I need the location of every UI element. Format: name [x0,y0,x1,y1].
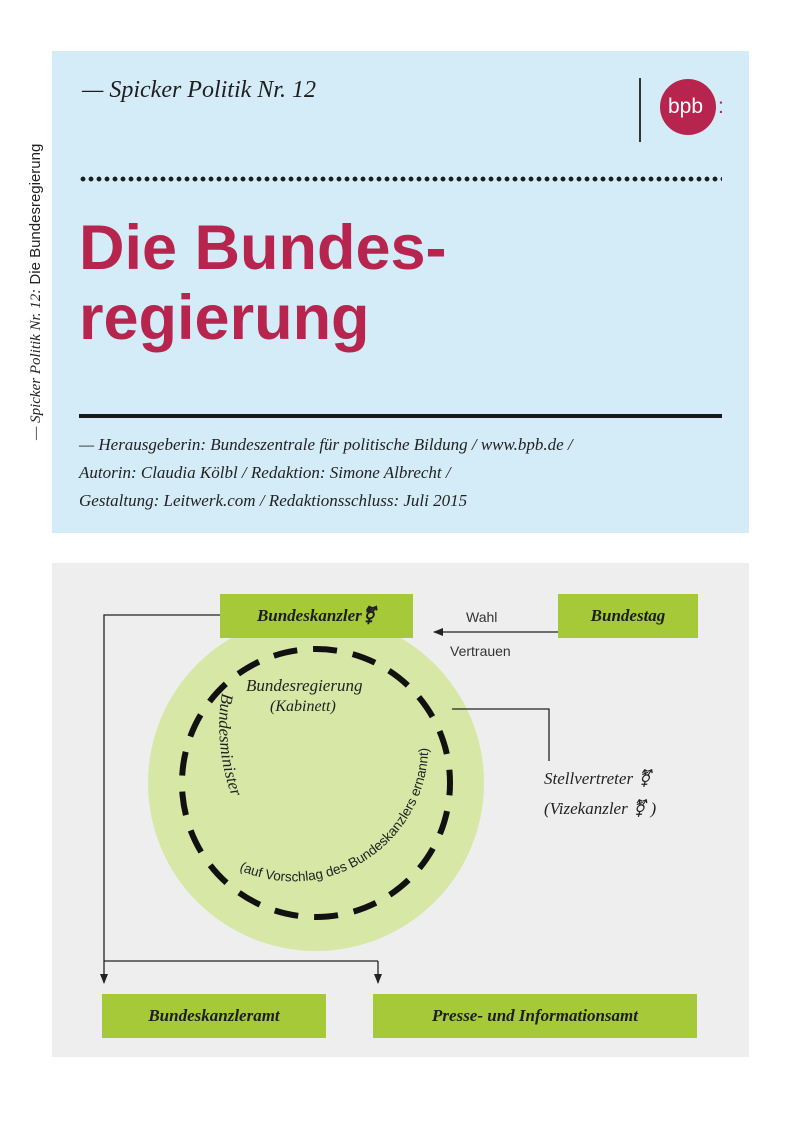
press-office-label: Presse- und Informationsamt [432,1006,638,1025]
logo-divider [639,78,641,142]
page-title: Die Bundes- regierung [79,213,447,353]
cover-panel: — Spicker Politik Nr. 12 bpb : Die Bunde… [52,51,749,533]
deputy-connector [452,708,550,761]
deputy-subtitle-text: (Vizekanzler [544,799,628,818]
cabinet-subtitle: (Kabinett) [270,698,336,715]
deputy-subtitle-close: ) [650,799,657,818]
ministers-dashed-ring [179,646,453,920]
spine-title: Die Bundesregierung [27,143,44,285]
title-line-1: Die Bundes- [79,213,447,283]
spine-label: — Spicker Politik Nr. 12: Die Bundesregi… [24,60,48,440]
credits-line-2: Autorin: Claudia Kölbl / Redaktion: Simo… [79,463,451,482]
chancellor-to-offices-line [103,614,220,961]
credits-line-1: — Herausgeberin: Bundeszentrale für poli… [79,435,573,454]
deputy-title-text: Stellvertreter [544,769,634,788]
chancellery-label: Bundeskanzleramt [148,1006,280,1025]
chancellor-label: Bundeskanzler [256,606,362,625]
deputy-subtitle: (Vizekanzler ⚧ ) [544,799,656,819]
gender-symbol-icon: ⚧ [631,799,647,818]
confidence-label: Vertrauen [450,643,511,659]
spine-series: — Spicker Politik Nr. 12: [28,288,44,440]
series-title: — Spicker Politik Nr. 12 [82,77,316,103]
press-office-box: Presse- und Informationsamt [373,994,697,1038]
cabinet-title: Bundesregierung [246,676,363,695]
credits: — Herausgeberin: Bundeszentrale für poli… [79,431,739,515]
gender-symbol-icon: ⚧ [361,606,377,625]
cabinet-circle [148,615,484,951]
parliament-box: Bundestag [558,594,698,638]
logo-colon: : [718,95,724,118]
title-line-2: regierung [79,283,370,353]
logo-text: bpb [668,95,704,118]
diagram-graphics: Bundesminister (auf Vorschlag des Bundes… [100,614,558,984]
chancellery-box: Bundeskanzleramt [102,994,326,1038]
election-label: Wahl [466,609,498,625]
title-rule [79,414,722,418]
gender-symbol-icon: ⚧ [637,769,652,788]
credits-line-3: Gestaltung: Leitwerk.com / Redaktionssch… [79,491,468,510]
government-diagram: Bundesminister (auf Vorschlag des Bundes… [52,563,749,1057]
deputy-title: Stellvertreter ⚧ [544,769,652,789]
chancellor-box: Bundeskanzler ⚧ [220,594,413,638]
parliament-label: Bundestag [590,606,666,625]
bpb-logo: bpb : [660,79,724,135]
dotted-divider [79,175,722,183]
